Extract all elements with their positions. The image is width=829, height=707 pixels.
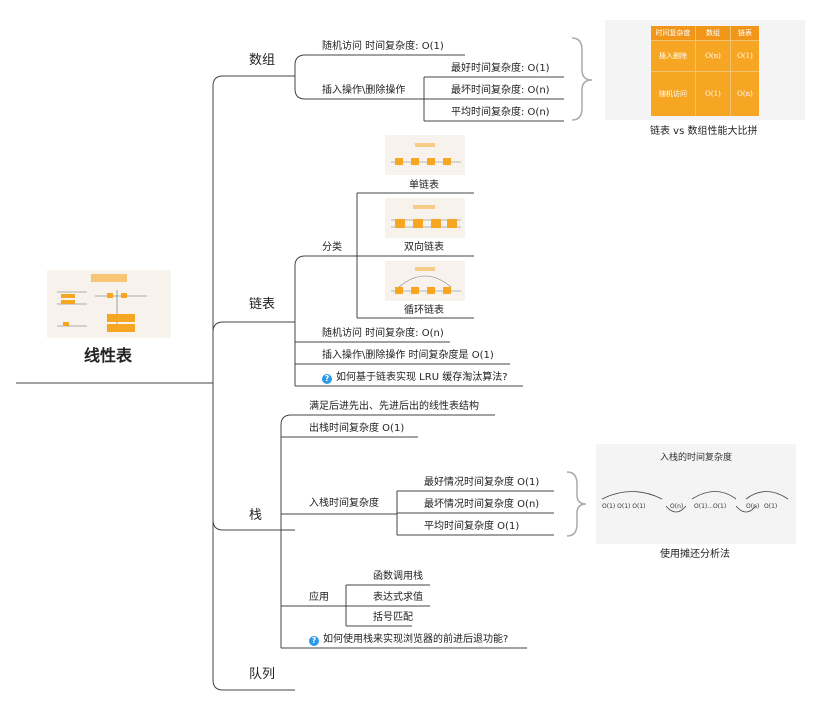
svg-text:O(n): O(n) (746, 503, 759, 510)
comparison-table: 时间复杂度 数组 链表 插入删除 O(n) O(1) 随机访问 O(1) O(n… (651, 26, 759, 116)
stack-push[interactable]: 入栈时间复杂度 (309, 498, 379, 509)
array-average-case[interactable]: 平均时间复杂度: O(n) (451, 107, 550, 118)
linked-list-insert-delete[interactable]: 插入操作\删除操作 时间复杂度是 O(1) (322, 350, 494, 361)
table-header-cell: 时间复杂度 (651, 26, 695, 40)
table-cell: O(1) (731, 41, 759, 71)
amortized-diagram-icon: O(1) O(1) O(1) O(n) O(1)...O(1) O(n) O(1… (601, 491, 789, 513)
table-header-cell: 链表 (731, 26, 759, 40)
stack-push-average[interactable]: 平均时间复杂度 O(1) (424, 521, 520, 532)
circular-list-image (385, 261, 465, 301)
svg-text:O(n): O(n) (670, 503, 683, 510)
circular-linked-list[interactable]: 循环链表 (404, 305, 444, 316)
linked-list-classify[interactable]: 分类 (322, 242, 342, 253)
doubly-linked-list[interactable]: 双向链表 (404, 242, 444, 253)
stack-pop[interactable]: 出栈时间复杂度 O(1) (309, 423, 405, 434)
svg-text:O(1) O(1) O(1): O(1) O(1) O(1) (602, 503, 645, 510)
table-cell: 随机访问 (651, 72, 695, 116)
root-overview-thumbnail (47, 270, 171, 338)
question-icon: ? (309, 636, 319, 646)
browser-question[interactable]: ? 如何使用栈来实现浏览器的前进后退功能? (309, 633, 508, 646)
node-stack[interactable]: 栈 (249, 508, 263, 523)
stack-push-best[interactable]: 最好情况时间复杂度 O(1) (424, 477, 540, 488)
stack-definition[interactable]: 满足后进先出、先进后出的线性表结构 (309, 401, 479, 412)
app-bracket-matching[interactable]: 括号匹配 (373, 612, 413, 623)
app-function-call-stack[interactable]: 函数调用栈 (373, 571, 423, 582)
singly-list-image (385, 135, 465, 175)
array-best-case[interactable]: 最好时间复杂度: O(1) (451, 63, 550, 74)
amortized-image-caption: 使用摊还分析法 (660, 549, 730, 560)
node-array[interactable]: 数组 (249, 53, 276, 68)
amortized-image-title: 入栈的时间复杂度 (660, 453, 733, 463)
doubly-list-diagram-icon (391, 205, 461, 228)
array-insert-delete[interactable]: 插入操作\删除操作 (322, 85, 406, 96)
lru-question-text: 如何基于链表实现 LRU 缓存淘汰算法? (336, 372, 508, 383)
singly-list-diagram-icon (391, 143, 461, 165)
linked-list-random-access[interactable]: 随机访问 时间复杂度: O(n) (322, 328, 444, 339)
array-image-caption: 链表 vs 数组性能大比拼 (650, 126, 758, 137)
singly-linked-list[interactable]: 单链表 (409, 180, 439, 191)
svg-text:O(1)...O(1): O(1)...O(1) (694, 503, 726, 510)
table-cell: O(n) (731, 72, 759, 116)
circular-list-diagram-icon (391, 267, 461, 294)
overview-mindmap-icon (57, 274, 147, 332)
table-header-cell: 数组 (696, 26, 730, 40)
question-icon: ? (322, 374, 332, 384)
table-cell: O(n) (696, 41, 730, 71)
node-linked-list[interactable]: 链表 (249, 297, 276, 312)
amortized-analysis-image: 入栈的时间复杂度 O(1) O(1) O(1) O(n) O(1)...O(1)… (596, 444, 796, 544)
browser-question-text: 如何使用栈来实现浏览器的前进后退功能? (323, 634, 509, 645)
node-queue[interactable]: 队列 (249, 667, 276, 682)
stack-push-worst[interactable]: 最坏情况时间复杂度 O(n) (424, 499, 540, 510)
table-cell: 插入删除 (651, 41, 695, 71)
doubly-list-image (385, 198, 465, 238)
lru-question[interactable]: ? 如何基于链表实现 LRU 缓存淘汰算法? (322, 371, 508, 384)
stack-application[interactable]: 应用 (309, 592, 329, 603)
array-vs-list-image: 时间复杂度 数组 链表 插入删除 O(n) O(1) 随机访问 O(1) O(n… (605, 20, 805, 120)
svg-text:O(1): O(1) (764, 503, 777, 510)
app-expression-eval[interactable]: 表达式求值 (373, 592, 423, 603)
table-cell: O(1) (696, 72, 730, 116)
root-title: 线性表 (84, 346, 133, 365)
array-random-access[interactable]: 随机访问 时间复杂度: O(1) (322, 41, 444, 52)
array-worst-case[interactable]: 最坏时间复杂度: O(n) (451, 85, 550, 96)
